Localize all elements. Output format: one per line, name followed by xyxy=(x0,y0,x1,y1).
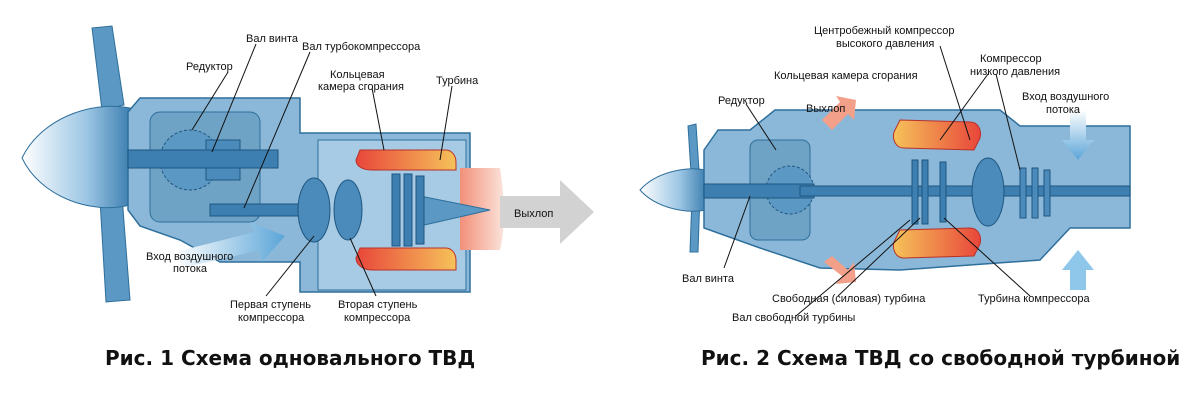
lp-compressor-label-line2: низкого давления xyxy=(970,66,1060,78)
air-inlet-arrow-bottom xyxy=(1062,250,1094,290)
second-stage-label-line2: компрессора xyxy=(344,312,411,324)
propeller-spinner xyxy=(639,168,707,212)
air-inlet-arrow-top xyxy=(1062,110,1094,160)
lp-compressor-stage-1 xyxy=(1019,167,1027,219)
free-turbine-label: Свободная (силовая) турбина xyxy=(772,293,926,305)
exhaust-label: Выхлоп xyxy=(514,208,553,220)
exhaust-arrow-top xyxy=(822,96,856,130)
centrifugal-compressor-label-line1: Центробежный компрессор xyxy=(814,25,954,37)
second-stage-compressor xyxy=(333,179,363,241)
propeller-blade-bottom xyxy=(99,195,131,303)
exhaust-label: Выхлоп xyxy=(806,103,845,115)
combustion-chamber-bottom xyxy=(893,227,981,259)
free-turbine-shaft-label: Вал свободной турбины xyxy=(732,312,855,324)
propeller-spinner xyxy=(21,105,131,209)
air-inlet-label-line2: потока xyxy=(173,263,208,275)
combustion-chamber-top xyxy=(893,119,981,151)
combustion-chamber-bottom xyxy=(355,247,457,271)
compressor-turbine-label: Турбина компрессора xyxy=(978,293,1090,305)
propeller-shaft-label: Вал винта xyxy=(246,33,299,45)
exhaust-arrow xyxy=(500,180,594,244)
turbine-disk-1 xyxy=(391,173,401,247)
air-inlet-arrow xyxy=(175,222,285,268)
single-shaft-engine-diagram: Выхлоп Вал винта Редуктор Вал турбокомпр… xyxy=(21,25,594,324)
figure-single-shaft-turboprop: Выхлоп Вал винта Редуктор Вал турбокомпр… xyxy=(21,25,594,370)
air-inlet-label-line1: Вход воздушного xyxy=(146,251,233,263)
turbine-disk-3 xyxy=(415,175,425,245)
propeller-blade-top xyxy=(91,25,125,111)
free-turbine-disk-2 xyxy=(921,159,929,225)
figure-1-caption: Рис. 1 Схема одновального ТВД xyxy=(105,346,476,370)
turbine-label: Турбина xyxy=(436,75,479,87)
propeller-shaft-label: Вал винта xyxy=(682,273,735,285)
reducer-label: Редуктор xyxy=(186,61,233,73)
turbocompressor-shaft-label: Вал турбокомпрессора xyxy=(302,41,421,53)
propeller-shaft xyxy=(127,149,279,169)
free-turbine-engine-diagram: Центробежный компрессор высокого давлени… xyxy=(639,25,1131,324)
centrifugal-compressor xyxy=(971,157,1005,227)
propeller-shaft xyxy=(703,183,815,199)
second-stage-label-line1: Вторая ступень xyxy=(338,299,418,311)
combustion-chamber-label-line2: камера сгорания xyxy=(318,81,404,93)
lp-compressor-stage-2 xyxy=(1031,167,1039,219)
lp-compressor-stage-3 xyxy=(1043,169,1051,217)
combustion-chamber-label: Кольцевая камера сгорания xyxy=(774,70,918,82)
figure-2-caption: Рис. 2 Схема ТВД со свободной турбиной xyxy=(701,346,1181,370)
combustion-chamber-top xyxy=(355,149,457,171)
free-turbine-disk-1 xyxy=(911,159,919,225)
compressor-turbine-disk xyxy=(939,161,947,223)
first-stage-label-line1: Первая ступень xyxy=(230,299,311,311)
first-stage-label-line2: компрессора xyxy=(238,312,305,324)
exhaust-arrow-bottom xyxy=(824,256,856,284)
lp-compressor-label-line1: Компрессор xyxy=(980,53,1042,65)
turbine-disk-2 xyxy=(403,173,413,247)
air-inlet-label-line1: Вход воздушного xyxy=(1022,91,1109,103)
air-inlet-label-line2: потока xyxy=(1046,104,1081,116)
first-stage-compressor xyxy=(297,177,331,243)
figure-free-turbine-turboprop: Центробежный компрессор высокого давлени… xyxy=(600,0,1200,411)
reducer-label: Редуктор xyxy=(718,95,765,107)
centrifugal-compressor-label-line2: высокого давления xyxy=(836,38,934,50)
free-turbine-shaft xyxy=(799,185,1131,197)
combustion-chamber-label-line1: Кольцевая xyxy=(330,69,385,81)
